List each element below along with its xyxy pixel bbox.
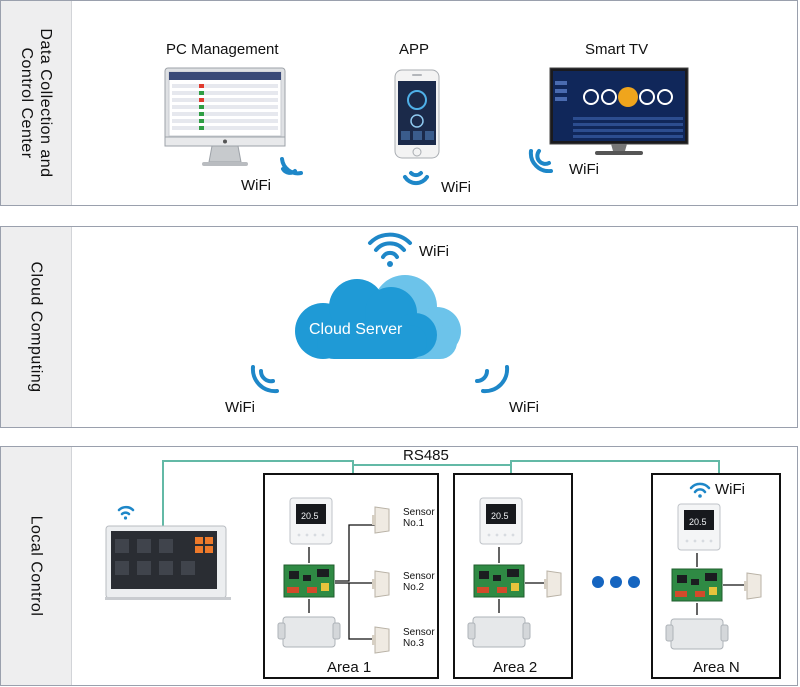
thermostat-device: 20.5 [677,503,721,551]
cloud-computing-panel: Cloud Computing Cloud Server WiFi [0,226,798,428]
thermostat-reading: 20.5 [301,511,319,521]
smart-tv-image [549,67,689,157]
temperature-sensor [371,505,393,535]
rs485-bus-lines [1,447,799,687]
section-sidebar: Cloud Computing [1,227,72,427]
wifi-signal-icon [401,167,431,193]
area-n-wifi-label: WiFi [715,481,745,498]
area-box: 20.5 [263,473,439,679]
thermostat-device: 20.5 [289,497,333,545]
wifi-signal-icon [117,503,135,521]
area-box: WiFi 20.5 [651,473,781,679]
actuator-box [665,615,729,653]
ellipsis-dots [591,575,641,589]
cloud-wifi-top-label: WiFi [419,243,449,260]
area-wiring [455,475,575,681]
actuator-box [467,613,531,651]
area-wiring [265,475,441,681]
area-wiring [653,475,783,681]
thermostat-reading: 20.5 [491,511,509,521]
section-sidebar: Local Control [1,447,72,685]
section-title-middle: Cloud Computing [27,261,45,393]
temperature-sensor [371,569,393,599]
temperature-sensor [371,625,393,655]
smartphone-image [394,69,440,159]
app-wifi-label: WiFi [441,179,471,196]
pc-wifi-label: WiFi [241,177,271,194]
controller-board [473,563,525,599]
smart-tv-label: Smart TV [585,41,649,58]
tv-wifi-label: WiFi [569,161,599,178]
pc-monitor-image [164,67,286,167]
wifi-signal-icon [247,357,287,397]
control-panel-tablet [105,525,231,601]
controller-board [671,567,723,603]
data-collection-panel: Data Collection and Control Center PC Ma… [0,0,798,206]
cloud-server-label: Cloud Server [309,321,403,338]
section-sidebar: Data Collection and Control Center [1,1,72,205]
area-name: Area 2 [493,659,538,676]
pc-management-label: PC Management [166,41,279,58]
rs485-label: RS485 [403,447,449,464]
area-name: Area N [693,659,740,676]
wifi-signal-icon [473,357,513,397]
wifi-signal-icon [367,231,413,269]
temperature-sensor [743,571,765,601]
wifi-signal-icon [527,143,557,173]
cloud-wifi-left-label: WiFi [225,399,255,416]
thermostat-reading: 20.5 [689,517,707,527]
wifi-signal-icon [279,151,307,179]
app-label: APP [399,41,430,58]
actuator-box [277,613,341,651]
wifi-signal-icon [689,481,711,499]
area-box: 20.5 [453,473,573,679]
controller-board [283,563,335,599]
section-title-top: Data Collection and Control Center [18,28,54,178]
cloud-server-shape [287,265,467,365]
area-name: Area 1 [327,659,372,676]
local-control-panel: Local Control RS485 [0,446,798,686]
cloud-wifi-right-label: WiFi [509,399,539,416]
temperature-sensor [543,569,565,599]
thermostat-device: 20.5 [479,497,523,545]
